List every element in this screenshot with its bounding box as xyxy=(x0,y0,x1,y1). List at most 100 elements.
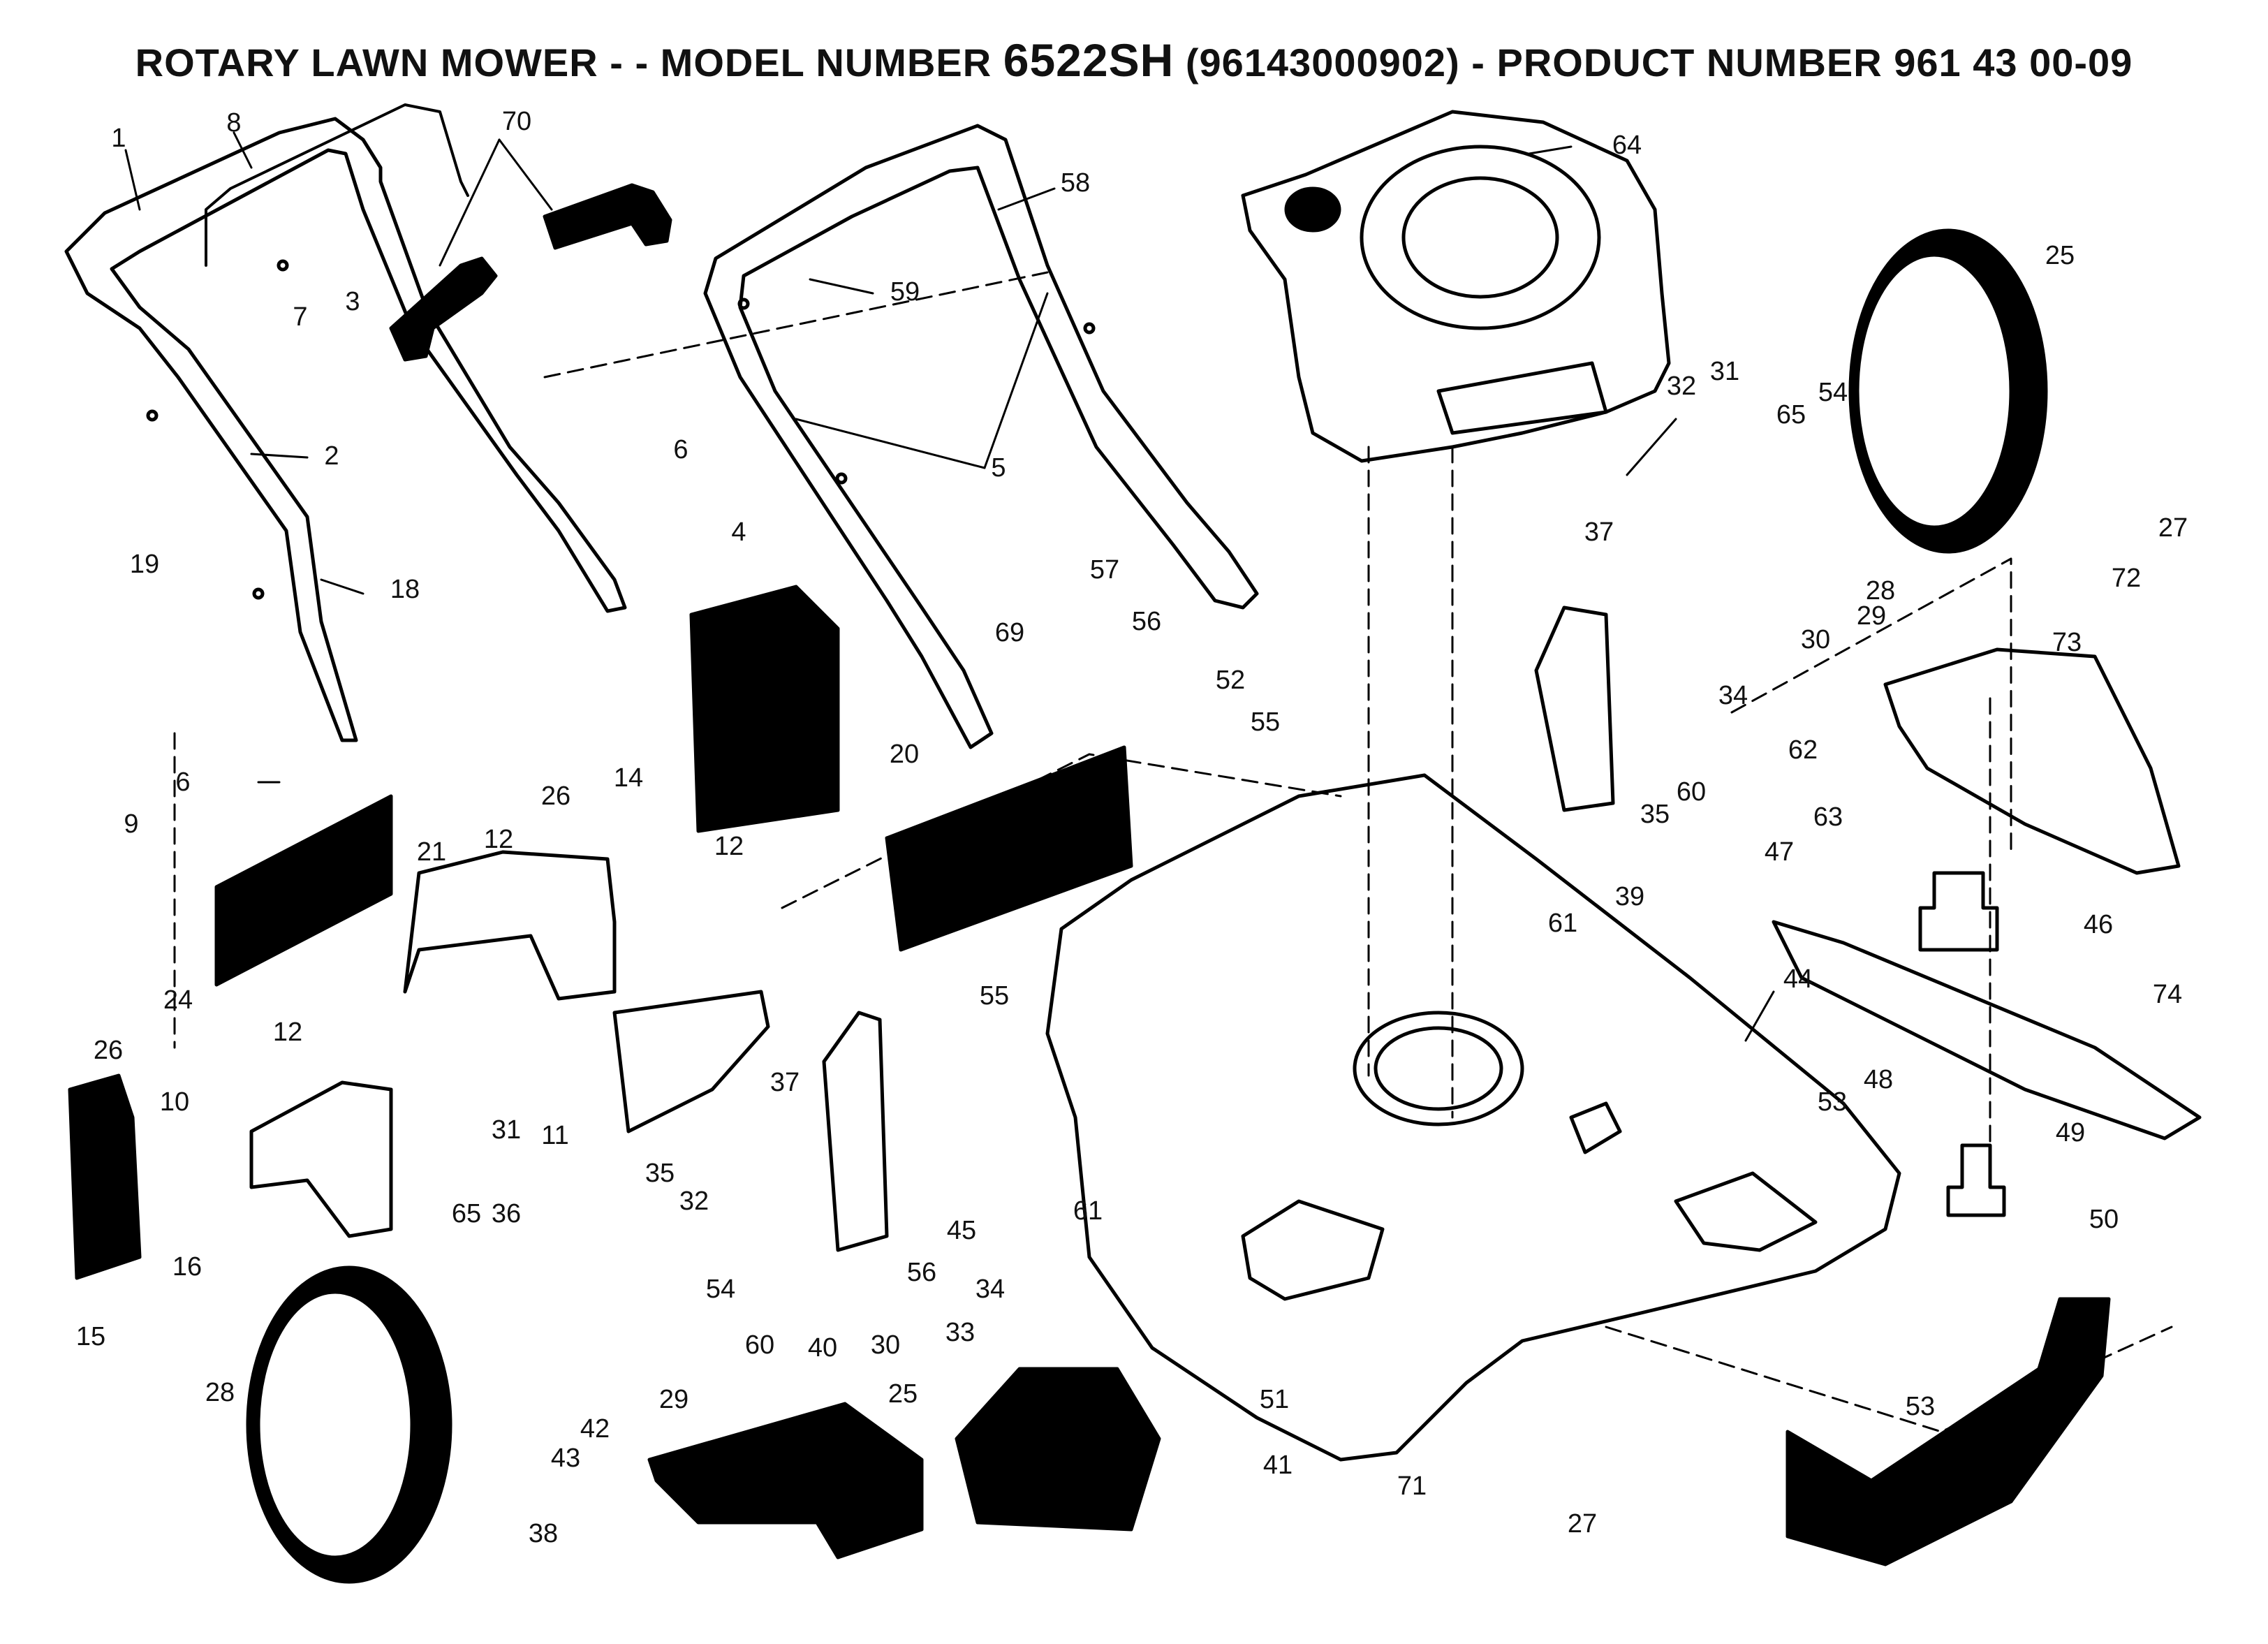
side-cover xyxy=(955,1367,1161,1532)
callout: 35 xyxy=(645,1159,675,1188)
control-bail-rod xyxy=(205,103,469,267)
callout: 58 xyxy=(1061,168,1090,198)
callout: 43 xyxy=(551,1444,580,1473)
callout: 47 xyxy=(1765,837,1794,867)
callout: 56 xyxy=(1132,607,1161,636)
callout: 10 xyxy=(160,1087,189,1117)
wheel-right xyxy=(1848,228,2048,554)
callout: 3 xyxy=(345,287,360,316)
assembly-guides xyxy=(173,271,2173,1433)
callout: 11 xyxy=(541,1121,568,1150)
callout: 71 xyxy=(1397,1471,1427,1501)
callout: 57 xyxy=(1090,555,1119,585)
callout: 65 xyxy=(452,1199,481,1228)
callout: 21 xyxy=(417,837,446,867)
callout: 28 xyxy=(1866,576,1895,606)
callout: 26 xyxy=(94,1036,123,1065)
engine xyxy=(1241,110,1671,463)
callout: 14 xyxy=(614,763,643,793)
callout: 27 xyxy=(1568,1509,1597,1539)
callout: 30 xyxy=(871,1330,900,1360)
callout: 59 xyxy=(890,277,920,307)
callout: 37 xyxy=(770,1068,800,1097)
callout: 8 xyxy=(226,108,241,138)
callout: 20 xyxy=(890,740,919,769)
callout: 69 xyxy=(995,618,1024,647)
discharge-cover xyxy=(1883,647,2181,875)
callout: 29 xyxy=(1857,601,1886,631)
guard-15 xyxy=(68,1073,142,1280)
callout: 51 xyxy=(1260,1385,1289,1414)
callout: 38 xyxy=(529,1519,558,1548)
callout: 42 xyxy=(580,1414,610,1444)
title-prefix: ROTARY LAWN MOWER - - MODEL NUMBER xyxy=(135,41,1003,85)
lower-handle xyxy=(64,117,627,742)
callout: 30 xyxy=(1801,625,1830,654)
callout: 35 xyxy=(1640,800,1670,829)
callout: 32 xyxy=(1667,372,1696,401)
callout: 65 xyxy=(1776,400,1806,430)
callout: 54 xyxy=(706,1275,735,1304)
callout: 36 xyxy=(492,1199,521,1228)
title-suffix: (96143000902) - PRODUCT NUMBER 961 43 00… xyxy=(1174,41,2133,85)
callout: 55 xyxy=(980,981,1009,1011)
wheel-left xyxy=(246,1265,452,1584)
callout: 5 xyxy=(991,453,1006,483)
blade-adapter xyxy=(1918,871,1999,952)
callout: 9 xyxy=(124,809,138,839)
height-adjuster-40 xyxy=(822,1011,889,1252)
blade-bolt xyxy=(1946,1143,2006,1217)
callout: 31 xyxy=(492,1115,521,1145)
callout: 34 xyxy=(1718,681,1748,710)
callout: 62 xyxy=(1788,735,1818,765)
callout: 64 xyxy=(1612,131,1642,160)
callout: 29 xyxy=(659,1385,688,1414)
callout: 53 xyxy=(1906,1392,1935,1421)
callout: 31 xyxy=(1710,357,1739,386)
callout: 34 xyxy=(975,1275,1005,1304)
rear-door-flap xyxy=(885,745,1133,952)
callout: 26 xyxy=(541,781,570,811)
title-model-number: 6522SH xyxy=(1003,34,1174,86)
callout: 32 xyxy=(679,1187,709,1216)
callout: 24 xyxy=(163,985,193,1015)
callout: 48 xyxy=(1864,1065,1893,1094)
callout: 12 xyxy=(273,1018,302,1047)
callout: 44 xyxy=(1783,964,1813,994)
hose-parts xyxy=(389,183,672,362)
blade xyxy=(1772,920,2202,1140)
callout: 15 xyxy=(76,1322,105,1351)
bracket-14 xyxy=(403,850,617,1001)
callout: 46 xyxy=(2084,910,2113,939)
callout: 6 xyxy=(175,768,190,797)
baffle xyxy=(1785,1297,2111,1566)
callout: 1 xyxy=(111,124,126,153)
callout: 39 xyxy=(1615,882,1644,911)
callout: 73 xyxy=(2052,628,2082,657)
callout: 18 xyxy=(390,575,420,604)
callout: 70 xyxy=(502,107,531,136)
callout: 33 xyxy=(945,1318,975,1347)
callout: 40 xyxy=(808,1333,837,1363)
callout: 12 xyxy=(714,832,744,861)
height-adjuster-39 xyxy=(1534,606,1615,812)
callout: 41 xyxy=(1263,1451,1293,1480)
callout: 52 xyxy=(1216,666,1245,695)
callout: 12 xyxy=(484,825,513,854)
leader-lines xyxy=(124,131,1775,1042)
callout: 60 xyxy=(1677,777,1706,807)
callout: 6 xyxy=(673,435,688,464)
callout: 72 xyxy=(2112,564,2141,593)
callout-labels: 1 8 70 58 64 25 7 3 59 2 5 6 32 31 65 54… xyxy=(76,107,2188,1548)
grass-bag-panel xyxy=(689,585,840,833)
mulch-plug xyxy=(647,1402,924,1559)
callout: 74 xyxy=(2153,980,2182,1009)
callout: 25 xyxy=(2045,241,2075,270)
callout: 45 xyxy=(947,1216,976,1245)
callout: 56 xyxy=(907,1258,936,1287)
chute-17 xyxy=(612,990,770,1133)
callout: 25 xyxy=(888,1379,918,1409)
callout: 4 xyxy=(731,518,746,547)
callout: 55 xyxy=(1251,707,1280,737)
